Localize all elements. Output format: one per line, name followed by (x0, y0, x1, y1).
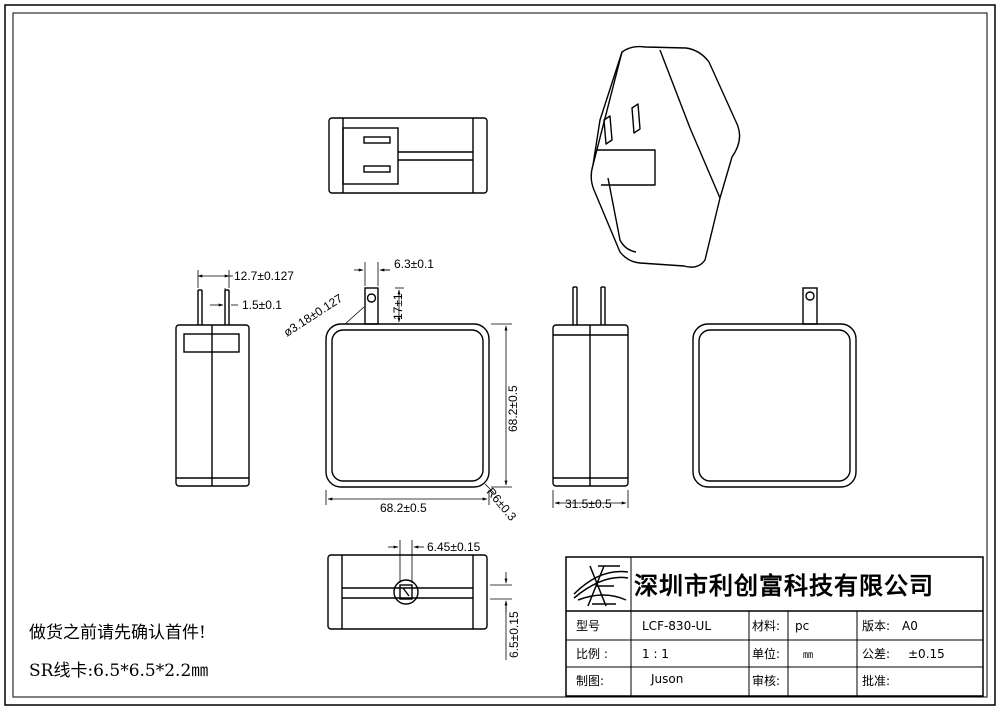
left-view-dimension-lines (197, 270, 238, 307)
front-view (325, 287, 490, 488)
sheet-border (4, 4, 996, 706)
scale-label: 比例 : (576, 647, 608, 661)
version-label: 版本: (862, 619, 891, 633)
note-first-article: 做货之前请先确认首件! (29, 623, 206, 643)
unit-label: 单位: (752, 647, 781, 661)
dim-prong-length: 17±1 (391, 293, 405, 320)
dim-prong-width: 6.3±0.1 (394, 257, 434, 271)
back-view (692, 287, 857, 488)
unit-value: ㎜ (803, 650, 813, 661)
scale-value: 1 : 1 (642, 647, 669, 661)
dim-port-height: 6.5±0.15 (507, 611, 521, 658)
isometric-view (590, 45, 741, 268)
right-view-dimension-lines (552, 490, 629, 508)
company-logo (573, 565, 629, 607)
title-block-grid (565, 556, 984, 697)
dim-prong-thickness: 1.5±0.1 (242, 298, 282, 312)
bottom-view-dimension-lines (388, 540, 512, 660)
drawn-value: Juson (651, 672, 684, 686)
dim-prong-spacing: 12.7±0.127 (234, 269, 294, 283)
tolerance-value: ±0.15 (908, 647, 945, 661)
drawn-label: 制图: (576, 674, 605, 688)
model-label: 型号 (576, 619, 601, 633)
company-name: 深圳市利创富科技有限公司 (634, 572, 934, 600)
review-label: 审核: (752, 674, 781, 688)
version-value: A0 (902, 619, 918, 633)
bottom-view (327, 554, 488, 630)
dim-depth: 31.5±0.5 (565, 497, 612, 511)
model-value: LCF-830-UL (642, 619, 711, 633)
material-value: pc (795, 619, 810, 633)
dim-port-width: 6.45±0.15 (427, 540, 481, 554)
tolerance-label: 公差: (862, 647, 891, 661)
material-label: 材料: (752, 619, 781, 633)
right-side-view (552, 286, 629, 487)
approve-label: 批准: (862, 674, 891, 688)
front-view-dimension-lines (325, 262, 512, 505)
note-wire-clip: SR线卡:6.5*6.5*2.2㎜ (29, 661, 209, 681)
top-view (328, 117, 488, 194)
dim-width: 68.2±0.5 (380, 501, 427, 515)
dim-height: 68.2±0.5 (506, 385, 520, 432)
left-side-view (175, 289, 250, 487)
